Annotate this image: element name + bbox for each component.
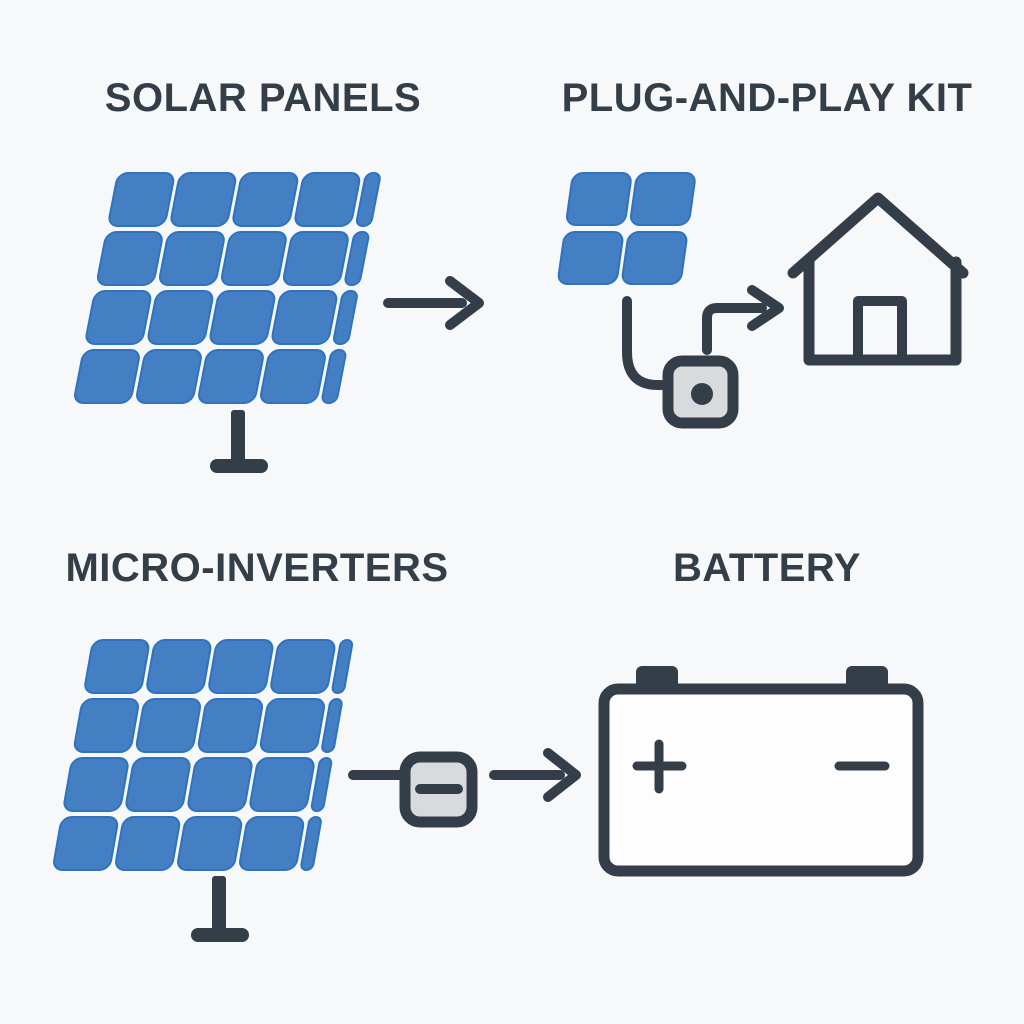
panel-cell	[249, 757, 315, 812]
battery-body	[598, 683, 924, 877]
micro-inverter-panel-icon	[53, 639, 354, 942]
panel-cell	[208, 639, 274, 694]
house-icon	[787, 192, 969, 366]
panel-cell	[146, 639, 212, 694]
cable-curve	[622, 296, 666, 390]
panel-cell	[310, 757, 333, 812]
flow-arrow-right-icon	[489, 748, 581, 802]
panel-cell	[73, 698, 140, 753]
panel-cell	[108, 172, 175, 227]
panel-cell	[282, 231, 349, 286]
mini-panel-grid	[557, 172, 696, 285]
panel-cell	[355, 172, 381, 227]
panel-cell	[565, 172, 632, 226]
panel-cell	[96, 231, 163, 286]
panel-cell	[271, 290, 338, 345]
panel-cell	[187, 757, 253, 812]
panel-cell	[177, 816, 243, 871]
panel-stand	[210, 410, 268, 473]
panel-cell	[136, 349, 202, 404]
panel-cell	[209, 290, 276, 345]
micro-panel-grid	[53, 639, 354, 871]
panel-cell	[332, 290, 358, 345]
elbow-arrow-icon	[702, 285, 784, 355]
house-door	[853, 296, 907, 365]
panel-cell	[63, 757, 129, 812]
solar-panel-icon	[74, 172, 381, 473]
panel-cell	[260, 349, 326, 404]
panel-cell	[197, 698, 264, 753]
panel-cell	[294, 172, 361, 227]
battery-title: BATTERY	[673, 546, 861, 590]
panel-cell	[557, 231, 624, 285]
flow-arrow-right-icon	[383, 276, 484, 330]
panel-cell	[170, 172, 237, 227]
plug-and-play-kit-icon	[557, 172, 969, 429]
panel-cell	[259, 698, 326, 753]
solar-panels-title: SOLAR PANELS	[104, 76, 422, 120]
panel-cell	[85, 290, 152, 345]
panel-cell	[198, 349, 264, 404]
panel-stand	[191, 876, 249, 942]
plug-and-play-kit-title: PLUG-AND-PLAY KIT	[561, 76, 973, 120]
junction-box-icon	[662, 355, 739, 429]
micro-inverter-box-icon	[399, 751, 478, 828]
house-walls	[803, 256, 962, 366]
panel-cell	[147, 290, 214, 345]
panel-cell	[629, 172, 696, 226]
panel-cell	[53, 816, 119, 871]
panel-cell	[125, 757, 191, 812]
micro-inverters-title: MICRO-INVERTERS	[65, 546, 449, 590]
panel-cell	[158, 231, 225, 286]
solar-panel-grid	[74, 172, 381, 404]
panel-cell	[344, 231, 370, 286]
panel-cell	[74, 349, 140, 404]
panel-cell	[220, 231, 287, 286]
panel-cell	[239, 816, 305, 871]
panel-cell	[621, 231, 688, 285]
plus-symbol	[632, 739, 687, 794]
panel-cell	[115, 816, 181, 871]
panel-cell	[331, 639, 354, 694]
battery-icon	[598, 666, 924, 877]
panel-cell	[321, 349, 347, 404]
panel-cell	[232, 172, 299, 227]
panel-cell	[84, 639, 150, 694]
house-roof	[787, 192, 969, 279]
indicator-dot	[691, 383, 713, 405]
panel-cell	[135, 698, 202, 753]
panel-cell	[321, 698, 343, 753]
panel-cell	[300, 816, 322, 871]
panel-cell	[270, 639, 336, 694]
